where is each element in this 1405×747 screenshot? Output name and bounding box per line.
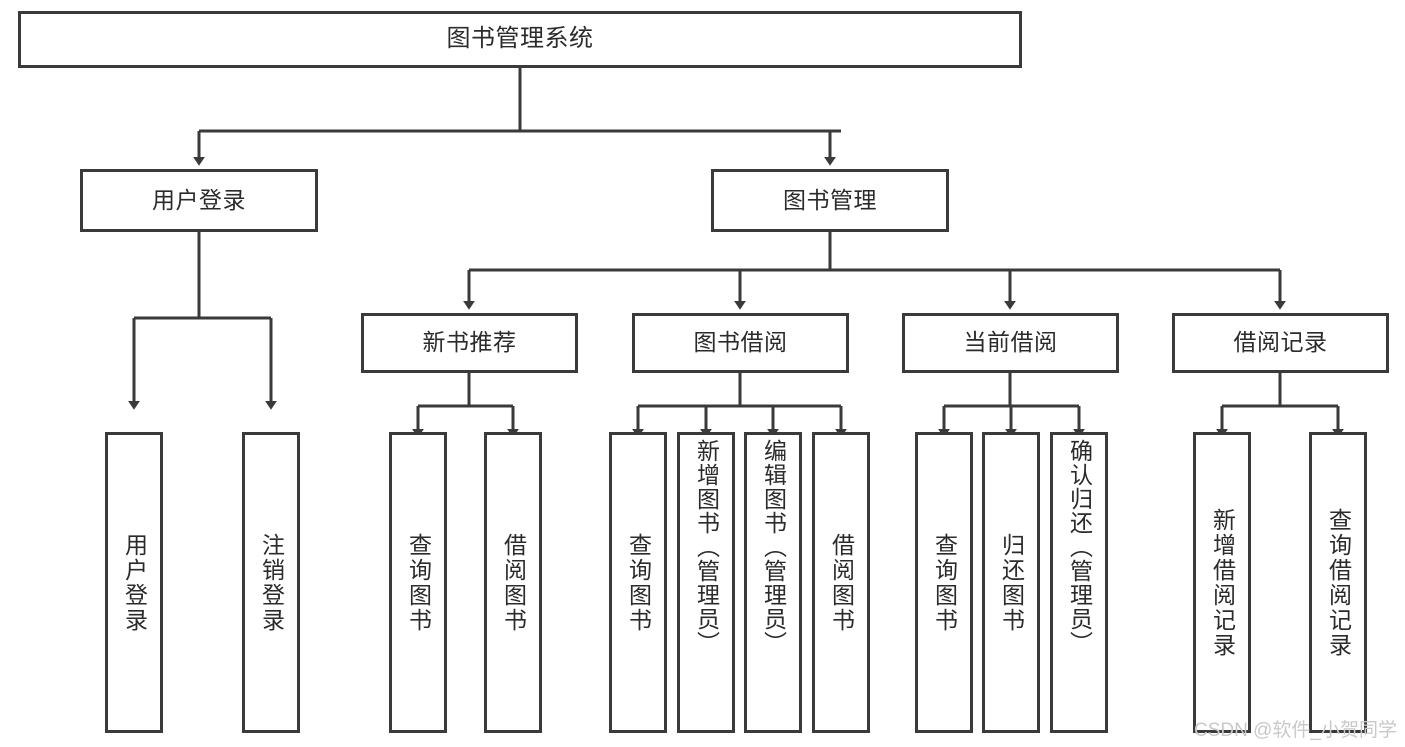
node-leaf-query-book-3-label: 查询图书	[931, 532, 958, 633]
node-leaf-return-book[interactable]: 归还图书	[982, 432, 1040, 733]
node-leaf-add-book-label: 新增图书（管理员）	[693, 439, 720, 655]
node-leaf-edit-book[interactable]: 编辑图书（管理员）	[744, 432, 802, 733]
node-leaf-query-book-1[interactable]: 查询图书	[389, 432, 447, 733]
node-leaf-user-login-label: 用户登录	[121, 532, 148, 633]
node-borrow-record-label: 借阅记录	[1233, 329, 1328, 356]
node-leaf-confirm-return-label: 确认归还（管理员）	[1066, 439, 1093, 655]
watermark-text: CSDN @软件_小贺同学	[1194, 720, 1397, 741]
node-leaf-query-record[interactable]: 查询借阅记录	[1309, 432, 1367, 733]
node-root-label: 图书管理系统	[446, 25, 594, 53]
node-leaf-add-book[interactable]: 新增图书（管理员）	[677, 432, 735, 733]
node-borrow-record[interactable]: 借阅记录	[1172, 313, 1389, 373]
node-new-book-rec-label: 新书推荐	[422, 329, 517, 356]
node-book-manage-label: 图书管理	[783, 186, 877, 213]
node-book-manage[interactable]: 图书管理	[711, 169, 949, 232]
node-current-borrow-label: 当前借阅	[963, 329, 1058, 356]
node-leaf-return-book-label: 归还图书	[998, 532, 1025, 633]
node-new-book-rec[interactable]: 新书推荐	[361, 313, 578, 373]
node-user-login[interactable]: 用户登录	[80, 169, 318, 232]
node-leaf-logout[interactable]: 注销登录	[242, 432, 300, 733]
node-leaf-add-record[interactable]: 新增借阅记录	[1193, 432, 1251, 733]
node-leaf-user-login[interactable]: 用户登录	[105, 432, 163, 733]
node-leaf-borrow-book-2[interactable]: 借阅图书	[812, 432, 870, 733]
node-leaf-add-record-label: 新增借阅记录	[1209, 507, 1236, 658]
node-leaf-borrow-book-1-label: 借阅图书	[500, 532, 527, 633]
node-leaf-query-book-1-label: 查询图书	[405, 532, 432, 633]
node-leaf-query-record-label: 查询借阅记录	[1325, 507, 1352, 658]
node-leaf-query-book-2[interactable]: 查询图书	[609, 432, 667, 733]
node-book-borrow[interactable]: 图书借阅	[632, 313, 849, 373]
node-leaf-query-book-3[interactable]: 查询图书	[915, 432, 973, 733]
node-current-borrow[interactable]: 当前借阅	[902, 313, 1119, 373]
node-book-borrow-label: 图书借阅	[693, 329, 788, 356]
node-leaf-borrow-book-2-label: 借阅图书	[828, 532, 855, 633]
node-leaf-edit-book-label: 编辑图书（管理员）	[760, 439, 787, 655]
node-leaf-logout-label: 注销登录	[258, 532, 285, 633]
node-leaf-query-book-2-label: 查询图书	[625, 532, 652, 633]
node-user-login-label: 用户登录	[152, 186, 246, 213]
node-leaf-borrow-book-1[interactable]: 借阅图书	[484, 432, 542, 733]
node-leaf-confirm-return[interactable]: 确认归还（管理员）	[1050, 432, 1108, 733]
node-root[interactable]: 图书管理系统	[18, 11, 1022, 68]
